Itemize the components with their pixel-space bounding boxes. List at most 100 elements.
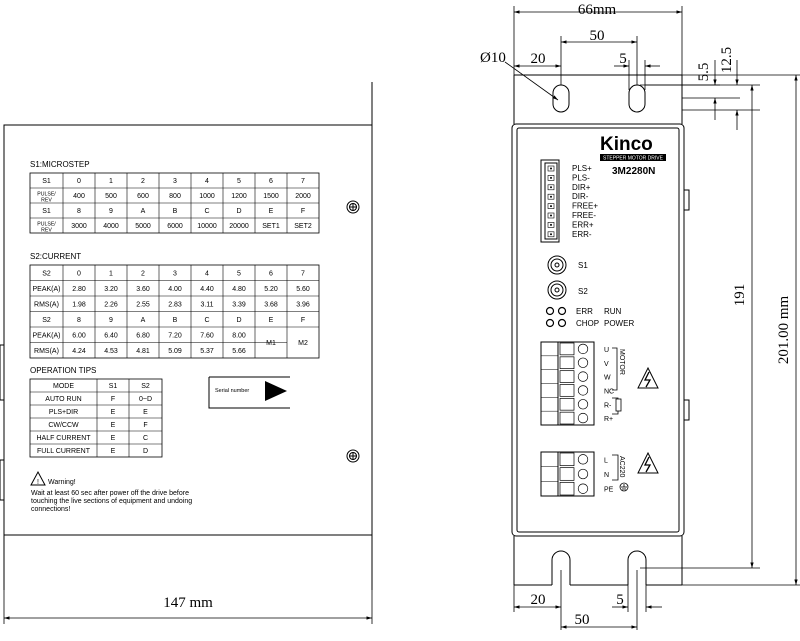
terminal-screw[interactable]	[559, 397, 575, 411]
table-cell: B	[173, 208, 178, 215]
dim-bot-50-label: 50	[575, 612, 590, 628]
table-cell: 4.81	[136, 348, 150, 355]
svg-text:REV: REV	[41, 228, 52, 234]
table-cell: 3.11	[200, 301, 213, 308]
terminal-label: V	[604, 361, 609, 368]
table-cell: 9	[109, 208, 113, 215]
table-cell: 1200	[231, 193, 247, 200]
microstep-title: S1:MICROSTEP	[30, 160, 90, 169]
err-label: ERR	[576, 307, 593, 316]
table-cell: E	[269, 208, 274, 215]
resistor-icon	[615, 398, 622, 412]
table-cell: 4.80	[232, 286, 246, 293]
table-cell: 6.80	[136, 332, 150, 339]
warning-text-1: Wait at least 60 sec after power off the…	[31, 490, 189, 497]
signal-label: ERR-	[572, 230, 592, 239]
signal-pin	[547, 193, 555, 200]
s2-switch-icon[interactable]	[547, 280, 567, 300]
run-label: RUN	[604, 307, 622, 316]
terminal-screw[interactable]	[559, 411, 575, 425]
terminal-screw[interactable]	[559, 467, 575, 481]
table-cell: C	[204, 208, 209, 215]
current-title: S2:CURRENT	[30, 252, 81, 261]
terminal-screw[interactable]	[559, 452, 575, 467]
svg-text:REV: REV	[41, 198, 52, 204]
signal-label: PLS+	[572, 164, 592, 173]
table-cell: FULL CURRENT	[37, 448, 91, 455]
dim-top-5-label: 5	[619, 51, 627, 67]
table-cell: 6000	[167, 223, 183, 230]
table-cell: E	[111, 448, 116, 455]
signal-pin	[547, 175, 555, 181]
table-cell: S2	[141, 383, 150, 390]
s1-switch-icon[interactable]	[547, 255, 567, 275]
dim-147	[3, 590, 373, 624]
run-led-icon	[557, 306, 567, 316]
table-cell: 4.24	[72, 348, 86, 355]
chop-led-icon	[545, 318, 555, 328]
table-cell: 4000	[103, 223, 119, 230]
table-cell: 1	[109, 270, 113, 277]
terminal-screw[interactable]	[559, 356, 575, 370]
table-cell: F	[301, 208, 305, 215]
table-cell: 8	[77, 317, 81, 324]
terminal-label: L	[604, 457, 608, 464]
table-cell: 8.00	[232, 332, 246, 339]
brand-logo: Kinco	[600, 134, 653, 155]
table-cell: 5.37	[200, 348, 214, 355]
terminal-label: U	[604, 347, 609, 354]
dim-191-label: 191	[732, 284, 748, 307]
table-cell: 4	[205, 270, 209, 277]
table-cell: 3.20	[104, 286, 118, 293]
table-cell: 3.96	[296, 301, 310, 308]
table-cell: 5.09	[168, 348, 182, 355]
table-cell: 5.60	[296, 286, 310, 293]
dim-hole-leader	[504, 61, 559, 101]
brand-subtitle: STEPPER MOTOR DRIVE	[603, 156, 664, 162]
signal-label: DIR+	[572, 183, 591, 192]
table-cell: F	[111, 396, 115, 403]
dim-hole-label: Ø10	[480, 50, 506, 66]
serial-label: Serial number	[215, 388, 249, 394]
table-cell: 3	[173, 178, 177, 185]
table-cell: 1.98	[72, 301, 86, 308]
terminal-screw[interactable]	[559, 384, 575, 397]
svg-text:!: !	[37, 479, 39, 486]
dim-bot-20-label: 20	[531, 592, 546, 608]
signal-pin	[547, 184, 555, 191]
table-cell: S2	[42, 270, 51, 277]
table-cell: 7.60	[200, 332, 214, 339]
tips-title: OPERATION TIPS	[30, 366, 96, 375]
table-cell: 400	[73, 193, 85, 200]
s2-label: S2	[578, 287, 588, 296]
table-cell: PULSE/	[37, 192, 56, 198]
table-cell: HALF CURRENT	[36, 435, 91, 442]
table-cell: E	[143, 409, 148, 416]
side-panel-outline	[3, 124, 373, 536]
table-cell: 2	[141, 178, 145, 185]
table-cell: AUTO RUN	[45, 396, 81, 403]
table-cell: 4	[205, 178, 209, 185]
terminal-label: N	[604, 472, 609, 479]
table-cell: S2	[42, 317, 51, 324]
power-label: POWER	[604, 319, 634, 328]
terminal-screw[interactable]	[559, 370, 575, 383]
terminal-screw[interactable]	[559, 342, 575, 356]
table-cell: A	[141, 317, 146, 324]
terminal-screw[interactable]	[559, 481, 575, 496]
s1-label: S1	[578, 261, 588, 270]
chop-label: CHOP	[576, 319, 599, 328]
table-cell: M2	[298, 340, 308, 347]
table-cell: 8	[77, 208, 81, 215]
table-cell: E	[111, 422, 116, 429]
table-cell: 5.66	[232, 348, 246, 355]
table-cell: A	[141, 208, 146, 215]
table-cell: 6.00	[72, 332, 86, 339]
table-cell: RMS(A)	[34, 301, 59, 308]
screw-icon	[346, 449, 360, 463]
table-cell: D	[143, 448, 148, 455]
table-cell: 5.20	[264, 286, 278, 293]
drive-body	[511, 123, 685, 537]
